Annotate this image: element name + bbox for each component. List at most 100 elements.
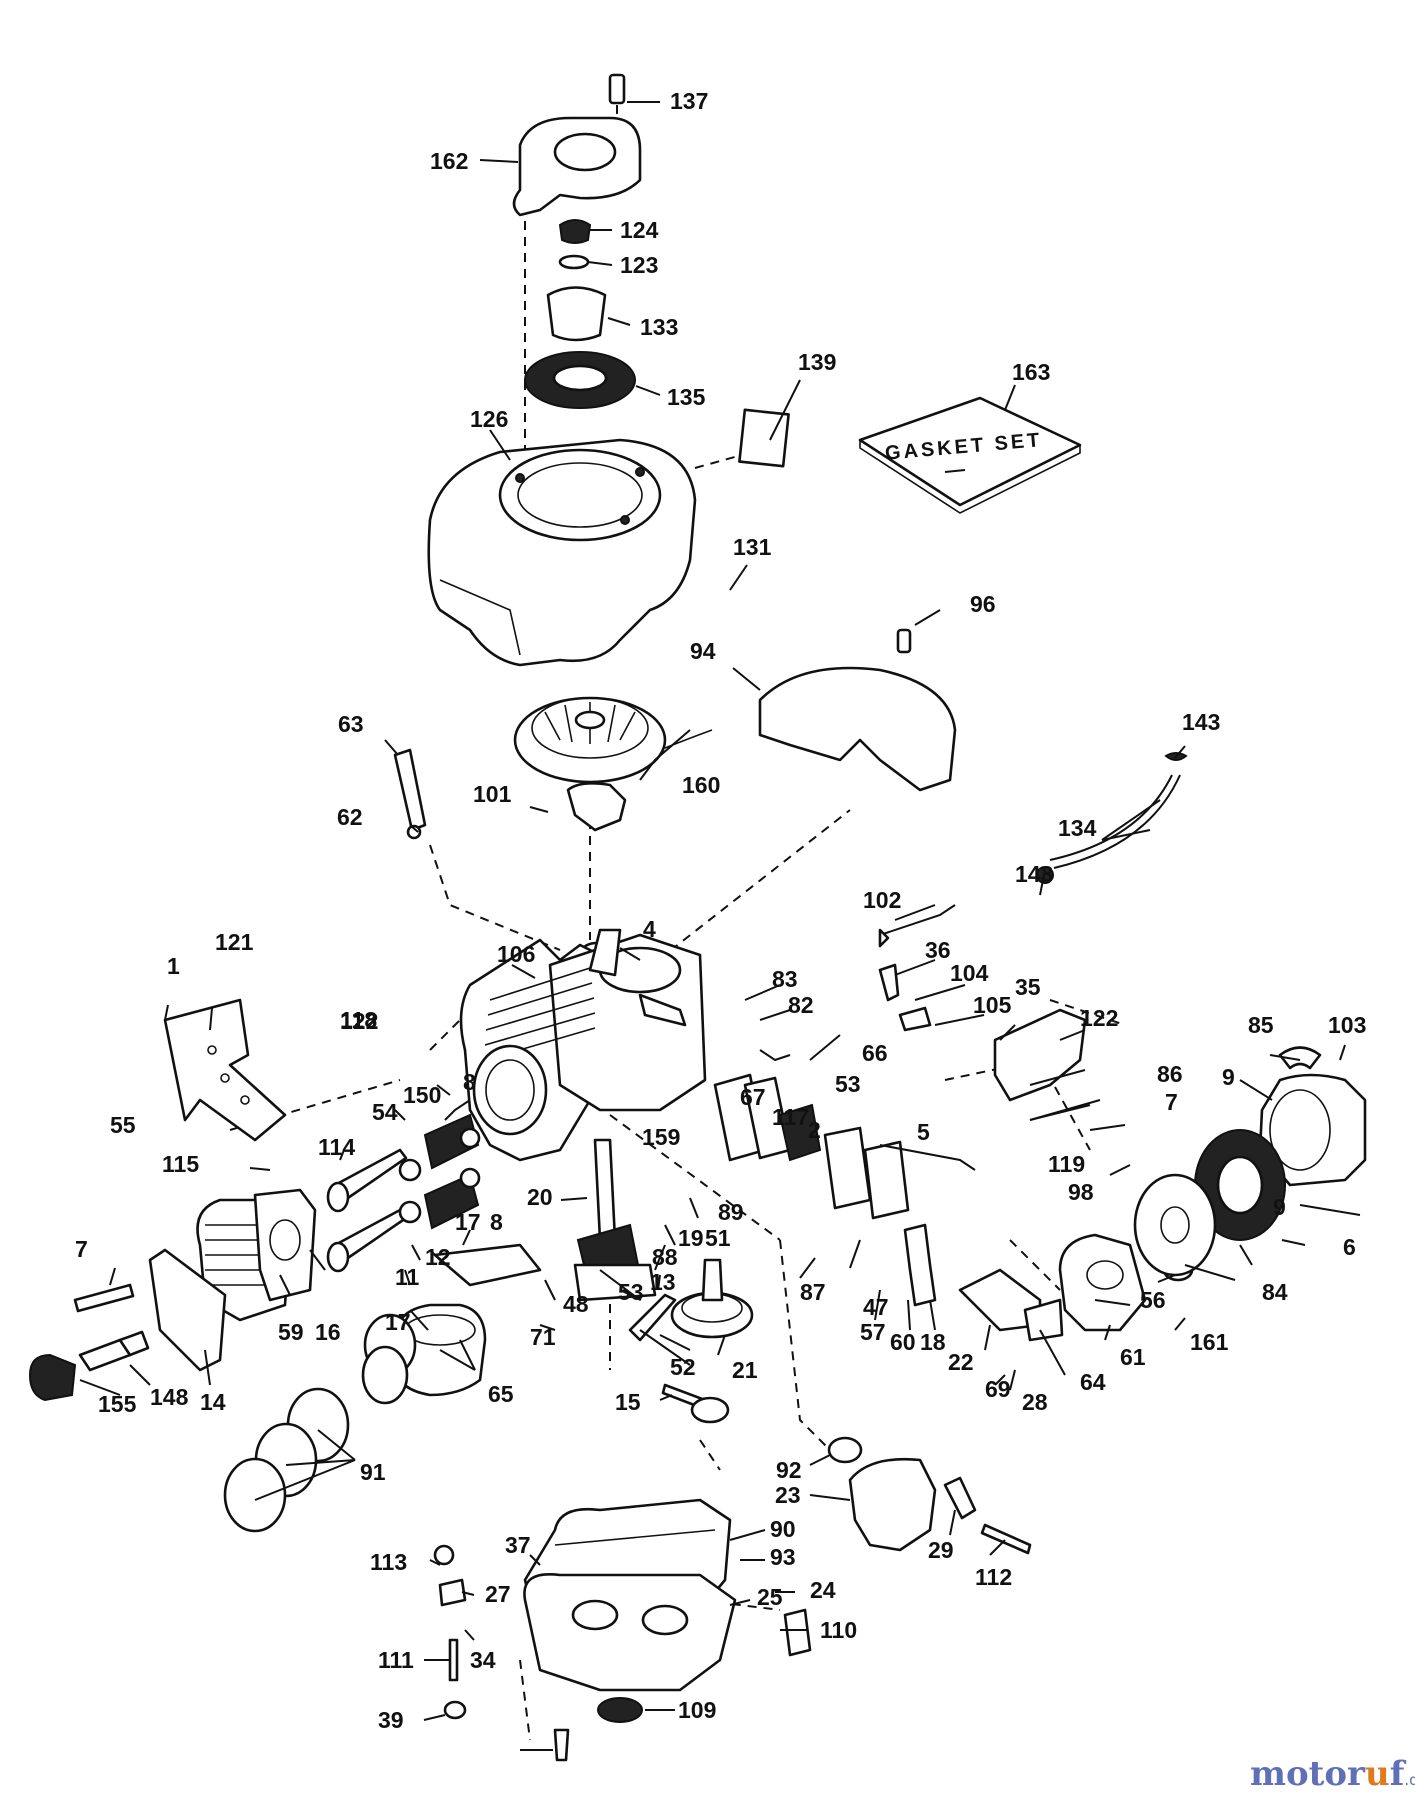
part-label: 82 (788, 992, 814, 1018)
leader-lines (79, 101, 1361, 1751)
part-label: 137 (670, 88, 708, 114)
part-label: 148 (150, 1384, 189, 1410)
pushrod-21 (628, 1293, 677, 1342)
part-label: 93 (770, 1544, 796, 1570)
watermark-text: motoruf.de (1250, 1754, 1415, 1794)
part-label: 103 (1328, 1012, 1366, 1038)
part-label: 56 (1140, 1287, 1166, 1313)
cylinder-head-48 (196, 1188, 317, 1322)
governor-linkage (759, 904, 976, 1171)
part-label: 160 (682, 772, 720, 798)
part-label: 114 (318, 1134, 355, 1160)
cover-25 (783, 1608, 812, 1657)
part-label: 6 (1343, 1234, 1356, 1260)
dipstick-63 (393, 748, 427, 840)
part-label: 86 (1157, 1061, 1183, 1087)
part-label: 2 (808, 1117, 821, 1143)
part-label: 143 (1015, 861, 1053, 887)
part-label: 28 (1022, 1389, 1048, 1415)
part-label: 63 (338, 711, 364, 737)
part-label: 34 (470, 1647, 496, 1673)
part-label: 4 (643, 916, 656, 942)
part-label: 19 (678, 1225, 704, 1251)
screw-51 (73, 1283, 135, 1313)
part-label: 104 (950, 960, 989, 986)
part-label: 57 (860, 1319, 886, 1345)
part-label: 117 (772, 1104, 809, 1130)
cylinder-block-1 (459, 928, 707, 1162)
part-label: 17 (455, 1209, 481, 1235)
part-label: 51 (705, 1225, 731, 1251)
part-label: 7 (1165, 1089, 1178, 1115)
part-label: 53 (618, 1279, 644, 1305)
part-label: 134 (1058, 815, 1097, 841)
plug-boot-148 (28, 1353, 77, 1402)
part-label: 65 (488, 1381, 514, 1407)
part-label: 37 (505, 1532, 531, 1558)
part-label: 21 (732, 1357, 758, 1383)
part-label: 48 (563, 1291, 589, 1317)
part-label: 69 (985, 1376, 1011, 1402)
part-label: 47 (863, 1294, 889, 1320)
blower-housing (427, 438, 697, 667)
part-label: 109 (678, 1697, 716, 1723)
part-label: 8 (463, 1069, 476, 1095)
part-label: 71 (530, 1324, 556, 1350)
gasket-139 (738, 408, 790, 468)
watermark: motoruf.de (1250, 1754, 1415, 1794)
part-label: 131 (733, 534, 772, 560)
part-label: 85 (1248, 1012, 1274, 1038)
part-label: 18 (920, 1329, 946, 1355)
part-label: 110 (820, 1617, 857, 1643)
part-label: 98 (1068, 1179, 1094, 1205)
part-label: 64 (1080, 1369, 1106, 1395)
part-label: 55 (110, 1112, 136, 1138)
part-label: 53 (835, 1071, 861, 1097)
camshaft-22 (670, 1258, 754, 1339)
recoil-starter-assembly (512, 73, 642, 409)
screw-96 (896, 628, 912, 654)
part-label: 87 (800, 1279, 826, 1305)
part-label: 83 (772, 966, 798, 992)
crankcase-sump-24 (523, 1498, 737, 1692)
part-label: 112 (975, 1564, 1012, 1590)
part-label: 16 (315, 1319, 341, 1345)
part-label: 14 (200, 1389, 226, 1415)
part-label: 133 (640, 314, 678, 340)
part-label: 61 (1120, 1344, 1146, 1370)
part-label: 67 (740, 1084, 766, 1110)
part-label: 124 (620, 217, 659, 243)
muffler-assembly (827, 1436, 1032, 1555)
part-label: 39 (378, 1707, 404, 1733)
assembly-lines (229, 105, 1126, 1741)
part-label: 161 (1190, 1329, 1229, 1355)
part-label: 101 (473, 781, 512, 807)
part-label: 9 (1222, 1064, 1235, 1090)
part-label: 90 (770, 1516, 796, 1542)
part-label: 27 (485, 1581, 511, 1607)
spark-plug-52 (78, 1330, 150, 1372)
part-label: 159 (642, 1124, 680, 1150)
part-label: 135 (667, 384, 706, 410)
part-label: 36 (925, 937, 951, 963)
part-label: 150 (403, 1082, 441, 1108)
part-label: 13 (650, 1269, 676, 1295)
part-label: 8 (490, 1209, 503, 1235)
part-label: 143 (1182, 709, 1220, 735)
part-label: 60 (890, 1329, 916, 1355)
part-label: 121 (215, 929, 254, 955)
oil-seal-34 (597, 1697, 643, 1723)
part-label: 122 (340, 1008, 378, 1034)
part-label: 11 (395, 1264, 420, 1290)
part-label: 5 (917, 1119, 930, 1145)
part-label: 118 (340, 1007, 377, 1033)
part-label: 163 (1012, 359, 1050, 385)
part-label: 25 (757, 1584, 783, 1610)
part-label: 91 (360, 1459, 386, 1485)
part-label: 88 (652, 1244, 678, 1270)
part-label: 62 (337, 804, 363, 830)
part-label: 35 (1015, 974, 1041, 1000)
part-label: 123 (620, 252, 658, 278)
part-label: 126 (470, 406, 508, 432)
